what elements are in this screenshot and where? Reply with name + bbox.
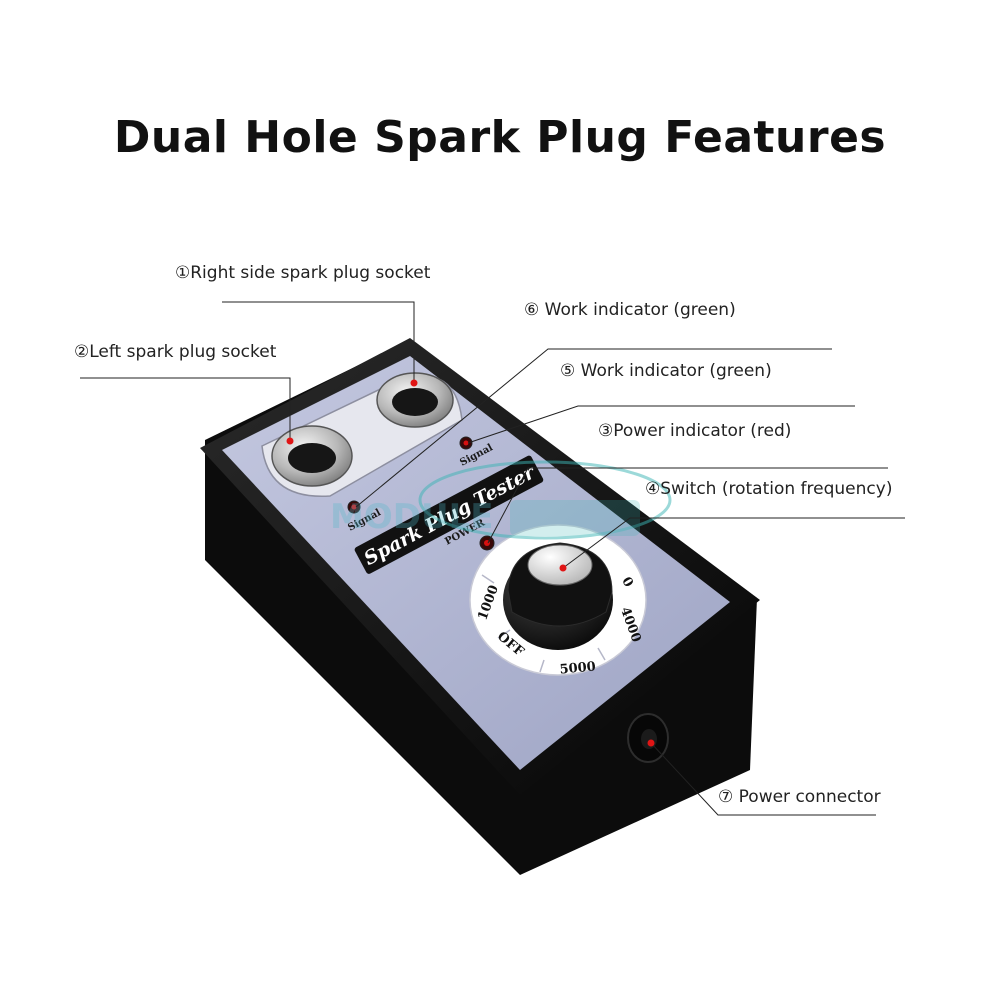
callout-power-indicator: ③Power indicator (red) <box>598 421 792 441</box>
callout-line-work-5 <box>467 405 855 444</box>
dial-mark-5000: 5000 <box>559 659 596 677</box>
callout-line-switch <box>562 517 905 569</box>
callout-left-socket: ②Left spark plug socket <box>74 342 277 362</box>
callout-line-right-socket <box>222 301 415 383</box>
callout-power-connector: ⑦ Power connector <box>718 787 881 807</box>
callout-line-work-6 <box>355 348 832 508</box>
callout-line-left-socket <box>80 377 291 441</box>
callout-line-connector <box>650 742 876 816</box>
watermark: MODULE <box>330 460 672 540</box>
left-socket <box>271 425 353 487</box>
power-led <box>479 535 495 551</box>
callout-dots <box>286 379 655 747</box>
callout-work-indicator-6: ⑥ Work indicator (green) <box>524 300 736 320</box>
callout-line-power <box>487 467 888 544</box>
signal-led-left <box>347 500 361 514</box>
switch-knob[interactable] <box>503 542 613 650</box>
callout-switch: ④Switch (rotation frequency) <box>645 479 893 499</box>
right-socket <box>376 372 454 428</box>
callout-lines <box>80 301 905 816</box>
page-title: Dual Hole Spark Plug Features <box>113 112 887 163</box>
svg-text:MODULE: MODULE <box>330 497 493 537</box>
callout-work-indicator-5: ⑤ Work indicator (green) <box>560 361 772 381</box>
signal-led-right <box>459 436 473 450</box>
callout-right-socket: ①Right side spark plug socket <box>175 263 431 283</box>
